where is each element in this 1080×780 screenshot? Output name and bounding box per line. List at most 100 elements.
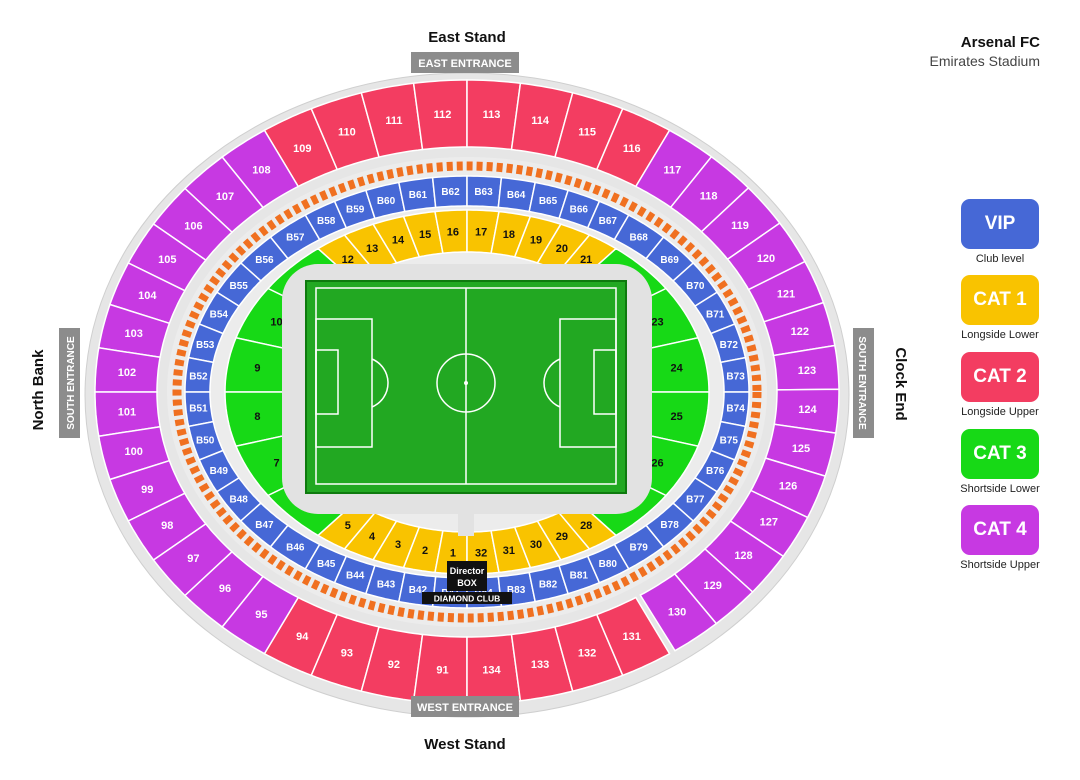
pitch [305, 280, 627, 494]
section-128-label: 128 [734, 550, 752, 562]
section-106-label: 106 [184, 221, 202, 233]
section-25-label: 25 [670, 411, 682, 423]
section-31-label: 31 [503, 545, 515, 557]
section-124-label: 124 [798, 404, 817, 416]
section-91-label: 91 [436, 665, 448, 677]
west-stand-label: West Stand [424, 736, 505, 753]
section-16-label: 16 [447, 226, 459, 238]
section-95-label: 95 [255, 609, 267, 621]
section-116-label: 116 [623, 143, 641, 155]
section-b75-label: B75 [720, 435, 739, 446]
section-3-label: 3 [395, 539, 401, 551]
section-114-label: 114 [531, 115, 550, 127]
section-b66-label: B66 [570, 205, 589, 216]
legend-vip: VIP Club level [952, 199, 1048, 265]
tunnel [458, 508, 474, 536]
diamond-club-label: DIAMOND CLUB [434, 594, 501, 604]
section-109-label: 109 [293, 143, 311, 155]
east-entrance-label: EAST ENTRANCE [418, 58, 512, 70]
section-b42-label: B42 [409, 585, 428, 596]
section-23-label: 23 [651, 316, 663, 328]
section-8-label: 8 [254, 411, 260, 423]
section-b55-label: B55 [230, 281, 249, 292]
legend-cat1-caption: Longside Lower [961, 329, 1039, 341]
section-104-label: 104 [138, 290, 157, 302]
legend-cat2-swatch: CAT 2 [961, 352, 1039, 402]
section-b77-label: B77 [686, 494, 705, 505]
section-121-label: 121 [777, 289, 795, 301]
section-17-label: 17 [475, 226, 487, 238]
section-32-label: 32 [475, 548, 487, 560]
legend-cat3: CAT 3 Shortside Lower [952, 429, 1048, 495]
section-95[interactable] [221, 575, 300, 655]
south-entrance-right-label: SOUTH ENTRANCE [856, 336, 867, 430]
section-b76-label: B76 [706, 466, 725, 477]
section-126-label: 126 [779, 481, 797, 493]
section-b67-label: B67 [599, 216, 618, 227]
section-b78-label: B78 [660, 520, 679, 531]
section-20-label: 20 [556, 243, 568, 255]
section-94-label: 94 [296, 631, 309, 643]
section-b64-label: B64 [507, 190, 526, 201]
section-18-label: 18 [503, 229, 515, 241]
section-97-label: 97 [187, 553, 199, 565]
section-4-label: 4 [369, 531, 376, 543]
section-100-label: 100 [125, 446, 143, 458]
section-b61-label: B61 [409, 190, 428, 201]
section-b74-label: B74 [726, 404, 745, 415]
section-96-label: 96 [219, 583, 231, 595]
section-b45-label: B45 [317, 559, 336, 570]
section-b51-label: B51 [189, 404, 208, 415]
director-box-label: BOX [457, 578, 477, 588]
section-19-label: 19 [530, 235, 542, 247]
section-b69-label: B69 [660, 255, 679, 266]
west-entrance-label: WEST ENTRANCE [417, 702, 513, 714]
section-30-label: 30 [530, 539, 542, 551]
section-21-label: 21 [580, 254, 592, 266]
section-b53-label: B53 [196, 340, 215, 351]
section-120-label: 120 [757, 253, 775, 265]
section-132-label: 132 [578, 648, 596, 660]
section-103-label: 103 [125, 328, 143, 340]
section-118-label: 118 [700, 190, 718, 202]
section-131[interactable] [595, 596, 671, 677]
section-112-label: 112 [434, 109, 452, 121]
section-b47-label: B47 [255, 520, 274, 531]
section-b70-label: B70 [686, 281, 705, 292]
section-b81-label: B81 [570, 571, 589, 582]
section-115-label: 115 [578, 126, 596, 138]
section-b80[interactable] [586, 543, 630, 584]
section-b54-label: B54 [210, 309, 229, 320]
section-b72-label: B72 [720, 340, 739, 351]
section-b83-label: B83 [507, 585, 526, 596]
section-127-label: 127 [760, 517, 778, 529]
section-b57-label: B57 [286, 233, 305, 244]
section-12-label: 12 [342, 254, 354, 266]
section-105-label: 105 [158, 254, 176, 266]
section-129-label: 129 [704, 580, 722, 592]
diamond-club: DIAMOND CLUB [422, 592, 512, 604]
section-2-label: 2 [422, 545, 428, 557]
section-130[interactable] [639, 572, 718, 652]
east-stand-label: East Stand [428, 29, 506, 46]
legend-cat2: CAT 2 Longside Upper [952, 352, 1048, 418]
section-108-label: 108 [252, 165, 270, 177]
section-110-label: 110 [338, 126, 356, 138]
section-b71-label: B71 [706, 309, 725, 320]
section-1-label: 1 [450, 548, 456, 560]
section-98-label: 98 [161, 520, 173, 532]
section-b58-label: B58 [317, 216, 336, 227]
section-125-label: 125 [792, 443, 810, 455]
section-b63-label: B63 [474, 187, 493, 198]
section-b56-label: B56 [255, 255, 274, 266]
director-label: Director [450, 566, 485, 576]
section-133-label: 133 [531, 659, 549, 671]
club-header: Arsenal FC Emirates Stadium [930, 34, 1040, 69]
section-113-label: 113 [483, 109, 501, 121]
section-99-label: 99 [141, 484, 153, 496]
section-b50-label: B50 [196, 435, 215, 446]
section-b46[interactable] [269, 524, 321, 570]
section-119-label: 119 [731, 220, 749, 232]
section-92-label: 92 [388, 659, 400, 671]
